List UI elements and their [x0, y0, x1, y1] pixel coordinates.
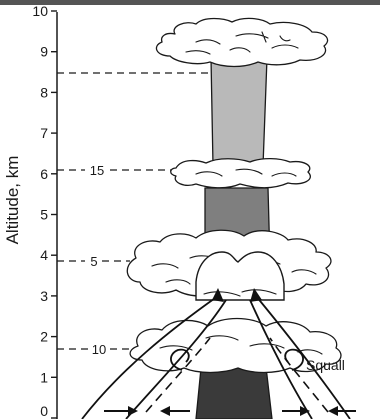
- y-tick-label-4: 4: [40, 247, 48, 263]
- anvil-cloud-shape: [156, 18, 327, 66]
- column-upper-segment: [211, 58, 267, 166]
- squall-label: Squall: [306, 357, 345, 373]
- updraft-dome: [196, 252, 284, 300]
- y-axis-title: Altitude, km: [3, 156, 22, 245]
- y-tick-label-7: 7: [40, 125, 48, 141]
- y-tick-label-8: 8: [40, 84, 48, 100]
- y-tick-label-3: 3: [40, 288, 48, 304]
- isotherm-label-10: 10: [92, 342, 106, 357]
- y-tick-label-10: 10: [32, 3, 48, 19]
- surface-arrow-4-head: [328, 406, 338, 416]
- mid-cloud-band: [171, 159, 311, 188]
- anvil-cloud: [156, 18, 327, 66]
- y-axis: 0 1 2 3 4 5 6 7 8 9 10 Altitude, km: [3, 3, 57, 419]
- surface-arrow-2-head: [160, 406, 170, 416]
- top-strip: [0, 0, 380, 5]
- y-tick-label-6: 6: [40, 166, 48, 182]
- y-axis-tick-marks: [51, 11, 57, 418]
- y-tick-label-1: 1: [40, 369, 48, 385]
- y-tick-label-0: 0: [40, 403, 48, 419]
- level-lines: [57, 73, 208, 349]
- y-tick-label-9: 9: [40, 44, 48, 60]
- isotherm-label-15: 15: [90, 163, 104, 178]
- y-tick-label-2: 2: [40, 329, 48, 345]
- isotherm-label-5: 5: [90, 254, 97, 269]
- y-tick-label-5: 5: [40, 207, 48, 223]
- y-axis-tick-labels: 0 1 2 3 4 5 6 7 8 9 10: [32, 3, 48, 419]
